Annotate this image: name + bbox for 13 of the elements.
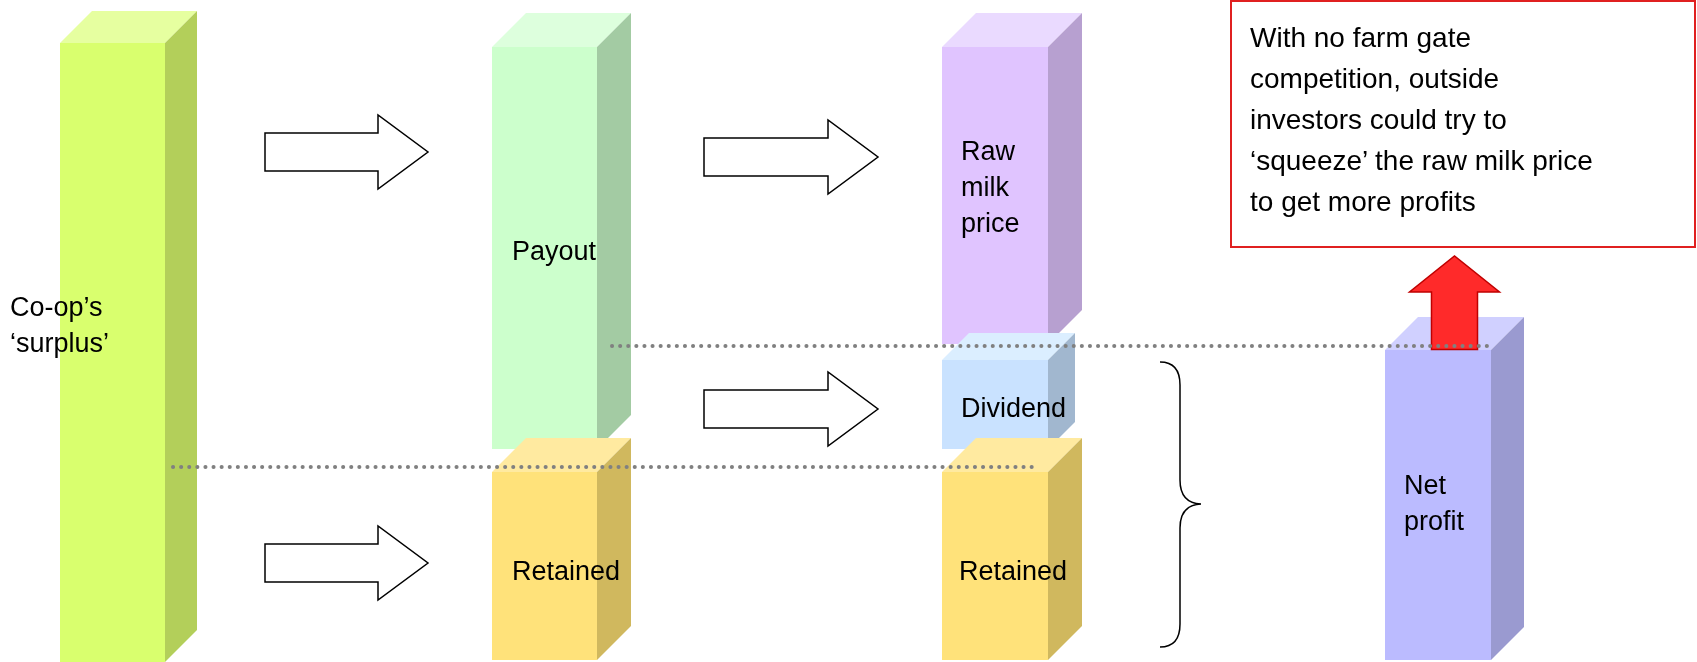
block-arrow: [703, 370, 880, 448]
bar-label: Retained: [512, 555, 622, 588]
note-box: [1230, 0, 1696, 248]
bar-label: Dividend: [961, 392, 1068, 425]
bar-label: Payout: [512, 235, 598, 268]
block-arrow: [1407, 255, 1502, 351]
note-text: With no farm gate competition, outside investors could try to ‘squeeze’ the raw milk price to get more profits: [1250, 21, 1594, 219]
block-arrow: [264, 524, 430, 602]
bar-label: Raw milk price: [961, 135, 1021, 240]
block-arrow: [703, 118, 880, 196]
block-arrow: [264, 113, 430, 191]
bar-label: Net profit: [1404, 469, 1466, 538]
bar-label: Retained: [959, 555, 1069, 588]
